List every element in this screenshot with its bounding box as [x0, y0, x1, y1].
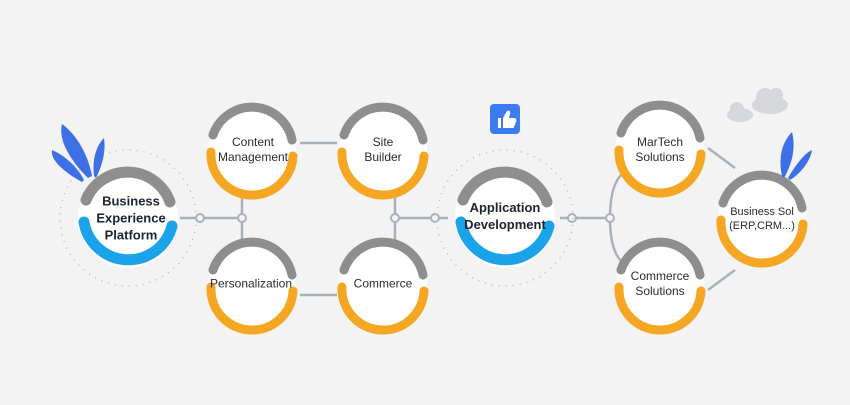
personalization-label: Personalization [209, 276, 293, 291]
node-app [455, 166, 555, 268]
commerce-solutions-label: Commerce Solutions [630, 269, 690, 298]
connector-martech-business [707, 146, 736, 170]
connector-dot [430, 213, 440, 223]
connector-dot [567, 213, 577, 223]
thumbs-up-icon [490, 104, 520, 134]
node-bxp [78, 166, 178, 268]
application-development-label: Application Development [464, 200, 546, 232]
business-sol-label: Business Sol (ERP,CRM...) [729, 206, 795, 232]
commerce-label: Commerce [353, 276, 413, 291]
bxp-dotted-halo [59, 149, 197, 287]
node-commerce-solutions [614, 237, 706, 335]
leaf-icon [51, 124, 105, 182]
connector-dot [390, 213, 400, 223]
bxp-label: Business Experience Platform [96, 193, 166, 243]
connector-dot [605, 213, 615, 223]
cloud-icon [727, 88, 788, 122]
connector-dot [195, 213, 205, 223]
node-site [337, 102, 429, 200]
node-martech [614, 100, 706, 198]
connector-commerce-solutions-business [707, 268, 736, 292]
leaf-icon [780, 132, 812, 180]
node-business [716, 170, 808, 268]
node-personalization [206, 237, 298, 335]
node-commerce [337, 237, 429, 335]
connector-dot [237, 213, 247, 223]
node-content [206, 102, 298, 200]
app-dotted-halo [436, 149, 574, 287]
site-builder-label: Site Builder [364, 135, 402, 164]
martech-solutions-label: MarTech Solutions [635, 135, 685, 164]
content-management-label: Content Management [217, 135, 289, 164]
